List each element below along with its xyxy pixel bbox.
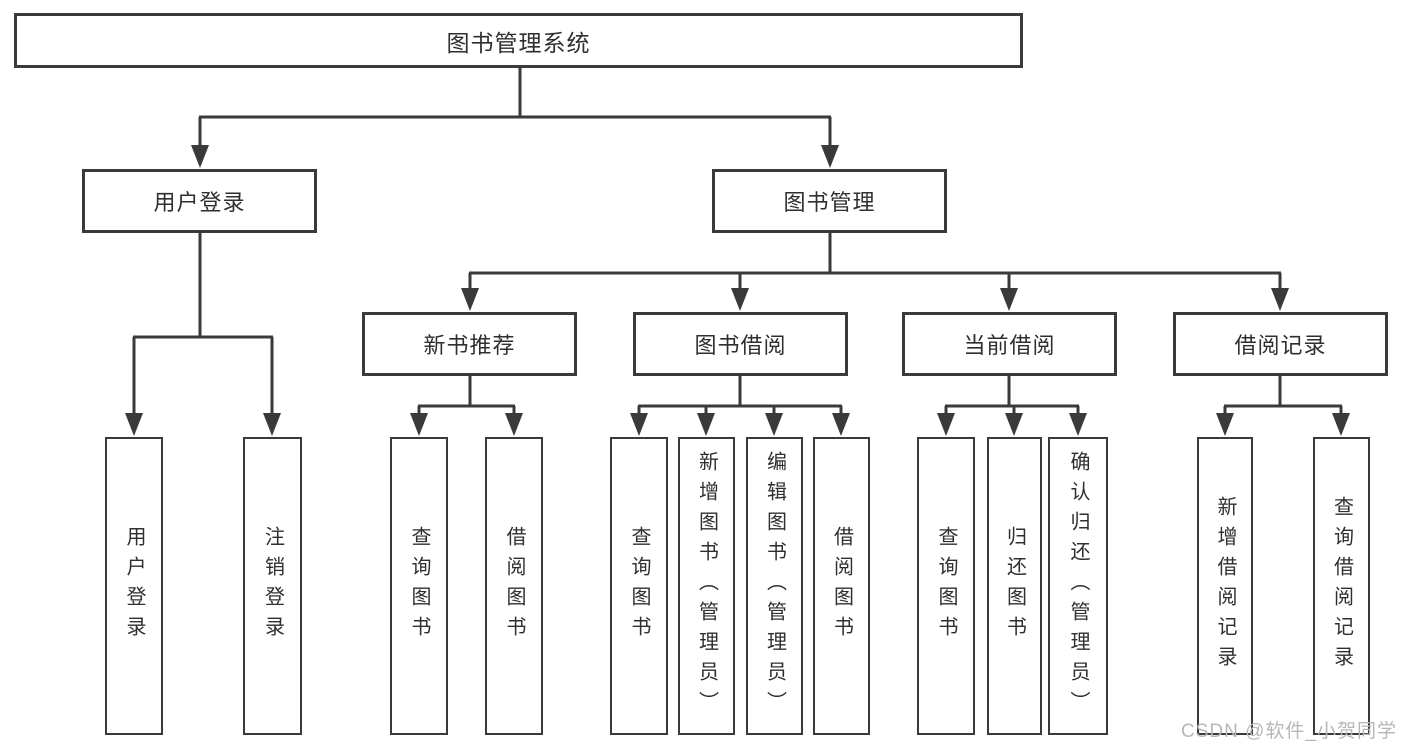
leaf-logout-label: 注销登录 — [261, 526, 284, 646]
node-book-borrow-label: 图书借阅 — [694, 333, 787, 358]
node-library-system: 图书管理系统 — [14, 13, 1023, 68]
leaf-borrow-edit-label: 编辑图书（管理员） — [763, 451, 786, 721]
leaf-records-add: 新增借阅记录 — [1197, 437, 1253, 735]
leaf-borrow-borrow-label: 借阅图书 — [830, 526, 853, 646]
node-current-borrow: 当前借阅 — [902, 312, 1117, 376]
leaf-borrow-add-label: 新增图书（管理员） — [695, 451, 718, 721]
node-new-book-recommend-label: 新书推荐 — [423, 333, 516, 358]
leaf-current-return: 归还图书 — [987, 437, 1042, 735]
leaf-records-add-label: 新增借阅记录 — [1214, 496, 1236, 676]
leaf-borrow-query-label: 查询图书 — [628, 526, 650, 646]
leaf-records-query-label: 查询借阅记录 — [1330, 496, 1353, 676]
node-user-login-label: 用户登录 — [153, 190, 246, 215]
leaf-newbooks-query-label: 查询图书 — [408, 526, 430, 646]
leaf-user-login: 用户登录 — [105, 437, 163, 735]
leaf-logout: 注销登录 — [243, 437, 302, 735]
leaf-borrow-edit: 编辑图书（管理员） — [746, 437, 803, 735]
node-user-login: 用户登录 — [82, 169, 317, 233]
node-book-management-label: 图书管理 — [783, 190, 876, 215]
leaf-borrow-add: 新增图书（管理员） — [678, 437, 735, 735]
leaf-current-confirm: 确认归还（管理员） — [1048, 437, 1108, 735]
node-current-borrow-label: 当前借阅 — [963, 333, 1056, 358]
leaf-newbooks-borrow: 借阅图书 — [485, 437, 543, 735]
node-book-management: 图书管理 — [712, 169, 947, 233]
leaf-current-query: 查询图书 — [917, 437, 975, 735]
leaf-user-login-label: 用户登录 — [123, 526, 145, 646]
node-book-borrow: 图书借阅 — [633, 312, 848, 376]
leaf-newbooks-query: 查询图书 — [390, 437, 448, 735]
leaf-records-query: 查询借阅记录 — [1313, 437, 1370, 735]
leaf-current-confirm-label: 确认归还（管理员） — [1067, 451, 1089, 721]
leaf-current-query-label: 查询图书 — [935, 526, 957, 646]
node-borrow-records: 借阅记录 — [1173, 312, 1388, 376]
node-borrow-records-label: 借阅记录 — [1234, 333, 1327, 358]
leaf-newbooks-borrow-label: 借阅图书 — [503, 526, 525, 646]
csdn-watermark: CSDN @软件_小贺同学 — [1181, 721, 1397, 742]
leaf-current-return-label: 归还图书 — [1003, 526, 1026, 646]
leaf-borrow-borrow: 借阅图书 — [813, 437, 870, 735]
node-library-system-label: 图书管理系统 — [446, 29, 591, 56]
leaf-borrow-query: 查询图书 — [610, 437, 668, 735]
node-new-book-recommend: 新书推荐 — [362, 312, 577, 376]
